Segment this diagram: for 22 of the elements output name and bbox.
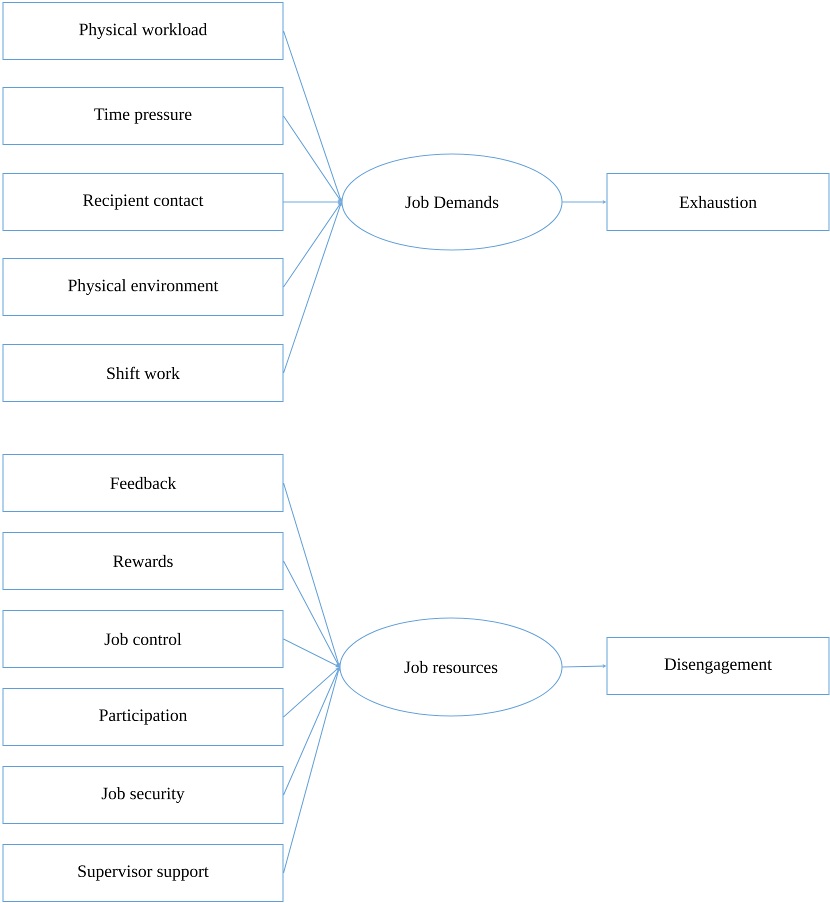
factor-box: Exhaustion <box>606 172 830 232</box>
arrow <box>283 482 340 667</box>
factor-box: Supervisor support <box>2 844 284 902</box>
factor-box: Disengagement <box>606 636 830 696</box>
factor-box: Job security <box>2 766 284 824</box>
arrow <box>283 638 340 667</box>
arrow <box>283 667 340 874</box>
factor-box: Time pressure <box>2 86 284 146</box>
factor-box: Shift work <box>2 344 284 402</box>
arrow <box>283 202 342 288</box>
factor-box: Rewards <box>2 532 284 590</box>
factor-box: Participation <box>2 688 284 746</box>
factor-box: Physical workload <box>2 2 284 60</box>
factor-box: Job control <box>2 610 284 668</box>
arrow <box>283 667 340 718</box>
arrow <box>283 560 340 667</box>
factor-box: Feedback <box>2 454 284 512</box>
factor-box: Physical environment <box>2 258 284 316</box>
arrow <box>283 667 340 796</box>
arrow <box>283 30 342 202</box>
factor-box: Recipient contact <box>2 172 284 232</box>
arrow <box>283 116 342 202</box>
